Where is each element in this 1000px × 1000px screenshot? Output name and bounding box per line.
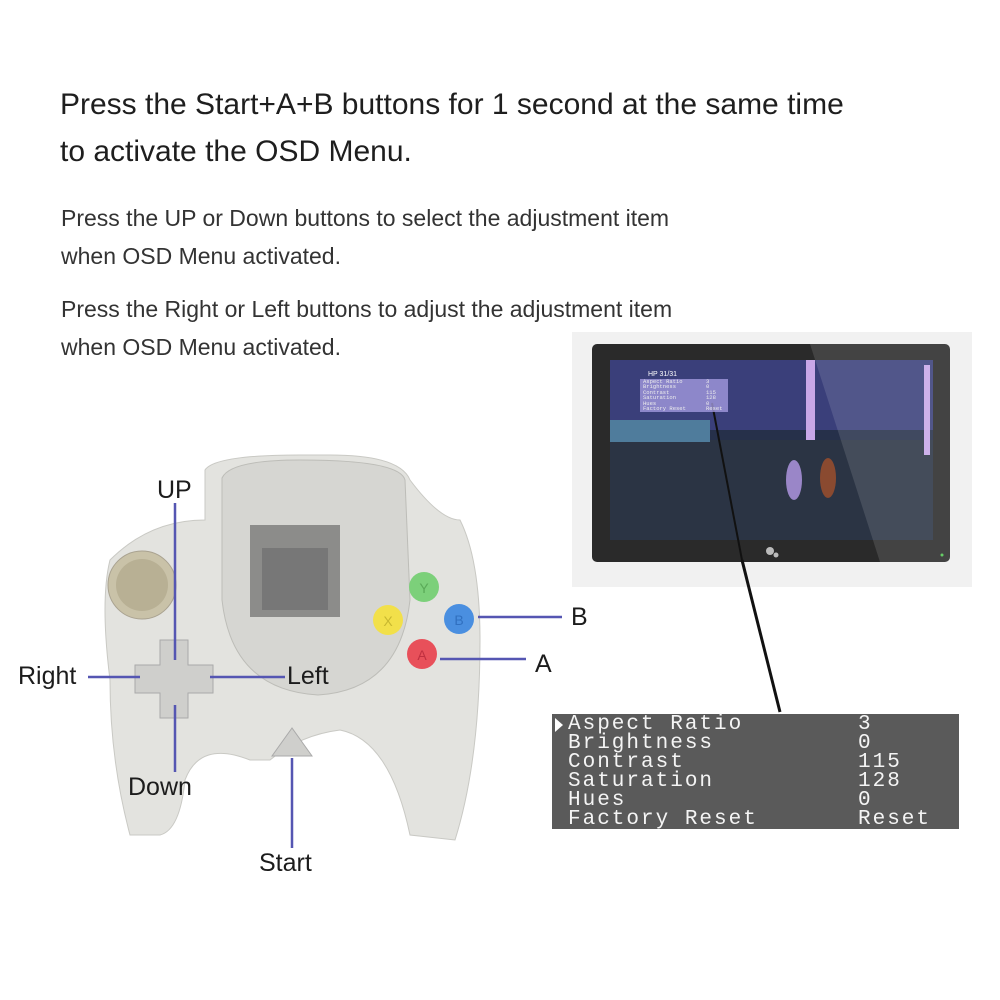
controller: X Y B A (104, 454, 481, 841)
button-a-label: A (417, 647, 427, 663)
button-x-label: X (383, 613, 393, 629)
button-a (407, 639, 437, 669)
dpad (134, 639, 214, 719)
start-button (271, 727, 313, 757)
osd-pointer-line (740, 559, 782, 713)
label-left: Left (287, 662, 329, 690)
label-down: Down (128, 773, 192, 801)
instruction-1-line-2: when OSD Menu activated. (61, 243, 341, 269)
button-b-label: B (454, 612, 463, 628)
label-b: B (571, 603, 588, 631)
button-y-label: Y (419, 580, 429, 596)
gear-icon (766, 547, 779, 558)
instruction-2-line-2: when OSD Menu activated. (61, 334, 341, 360)
button-b (444, 604, 474, 634)
instruction-1-line-1: Press the UP or Down buttons to select t… (61, 205, 670, 231)
label-start: Start (259, 849, 312, 877)
label-right: Right (18, 662, 77, 690)
label-a: A (535, 650, 552, 678)
button-x (373, 605, 403, 635)
screen-hud-hp: HP 31/31 (648, 371, 678, 378)
selection-caret-icon (555, 718, 563, 732)
button-y (409, 572, 439, 602)
instruction-2-line-1: Press the Right or Left buttons to adjus… (61, 296, 673, 322)
heading-line-1: Press the Start+A+B buttons for 1 second… (60, 88, 844, 121)
label-up: UP (157, 476, 192, 504)
monitor (572, 332, 972, 587)
callout-lines (88, 503, 562, 848)
heading-line-2: to activate the OSD Menu. (60, 135, 412, 168)
